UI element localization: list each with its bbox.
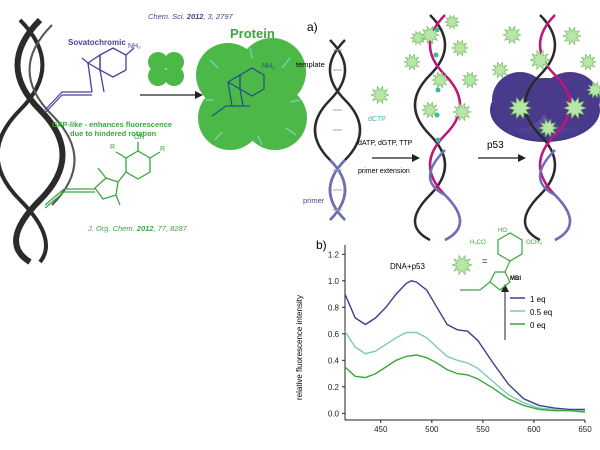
- ho-label: HO: [498, 228, 507, 234]
- linker-alkynes: [44, 91, 92, 114]
- equals-sign: =: [482, 256, 488, 266]
- y-tick-label: 1.0: [328, 277, 340, 286]
- y-tick-label: 1.2: [328, 250, 340, 259]
- linker-alkynes-2: [44, 188, 95, 209]
- ref2-journal: J. Org. Chem.: [88, 224, 135, 233]
- increase-arrow: [501, 284, 509, 340]
- p53-bound-dna: [490, 14, 600, 242]
- panel-a-letter: a): [307, 20, 318, 34]
- protein-label: Protein: [230, 26, 275, 41]
- x-tick-label: 450: [374, 425, 388, 434]
- protein-bound-structure: [211, 67, 265, 117]
- y-tick-label: 0.2: [328, 383, 340, 392]
- template-dna: [313, 39, 362, 221]
- och3-label: OCH₃: [526, 240, 542, 246]
- amine-label: NH₂: [128, 43, 141, 50]
- x-tick-label: 650: [578, 425, 592, 434]
- legend-entry: 1 eq: [530, 295, 546, 304]
- reagents-label: dATP, dGTP, TTP: [358, 140, 413, 147]
- left-dna-helix: [0, 17, 76, 265]
- template-label: template: [296, 60, 325, 69]
- y-tick-label: 0.6: [328, 330, 340, 339]
- ref2-year: 2012: [136, 224, 154, 233]
- panel-b-letter: b): [316, 238, 327, 252]
- primer-extension-label: primer extension: [358, 168, 410, 175]
- y-axis-label: relative fluorescence intensity: [295, 295, 304, 400]
- ref2-rest: , 77, 8287: [153, 224, 187, 233]
- x-tick-label: 500: [425, 425, 439, 434]
- y-tick-label: 0.0: [328, 409, 340, 418]
- chromophore-structure: [94, 142, 161, 206]
- gfp-text-line1: GFP-like - enhances fluorescence: [52, 120, 173, 129]
- small-protein-icon: [148, 52, 184, 86]
- x-tick-label: 600: [527, 425, 541, 434]
- chart-frame: [344, 245, 585, 421]
- ref-journal: Chem. Sci.: [148, 12, 185, 21]
- legend-entry: 0 eq: [530, 321, 546, 330]
- reference-top: Chem. Sci. 2012, 3, 2797: [148, 12, 233, 21]
- primer-label: primer: [303, 196, 325, 205]
- reference-bottom: J. Org. Chem. 2012, 77, 8287: [88, 224, 187, 233]
- ref-rest: , 3, 2797: [203, 12, 233, 21]
- series-line-0-eq: [344, 354, 586, 413]
- x-tick-label: 550: [476, 425, 490, 434]
- extended-dna: [413, 14, 462, 242]
- protein-spikes: [206, 47, 301, 146]
- hydroxyl-label: OH: [134, 134, 145, 141]
- amine-label-bound: NH₂: [262, 63, 275, 70]
- r-group-label-1: R: [110, 144, 116, 151]
- chart-legend: 1 eq 0.5 eq 0 eq: [530, 293, 552, 332]
- series-line-0.5-eq: [344, 330, 585, 412]
- y-tick-label: 0.4: [328, 356, 340, 365]
- chart-ticks: 450 500 550 600 650 0.0 0.2 0.4 0.6 0.8 1.0 1.2: [328, 250, 592, 434]
- extension-arrow: [372, 154, 420, 162]
- annotation-label: DNA+p53: [390, 262, 425, 271]
- series-line-1-eq: [344, 280, 585, 411]
- y-tick-label: 0.8: [328, 303, 340, 312]
- chart-legend-swatches: [510, 297, 525, 325]
- chart-series: [344, 280, 586, 413]
- p53-arrow: [478, 154, 526, 162]
- reaction-arrow: [140, 91, 203, 99]
- mbi-label: MBI: [510, 276, 521, 282]
- mbi-structure: [460, 232, 523, 291]
- ref-year: 2012: [186, 12, 204, 21]
- legend-entry: 0.5 eq: [530, 308, 553, 317]
- protein-blob: [196, 38, 307, 150]
- p53-label: p53: [487, 140, 504, 151]
- dctp-label: dCTP: [368, 116, 386, 123]
- phthalimide-structure: [81, 47, 135, 93]
- solvatochromic-label: Sovatochromic: [68, 38, 126, 47]
- h3co-label: H₃CO: [470, 240, 486, 246]
- gfp-text-line2: due to hindered rotation: [70, 129, 157, 138]
- r-group-label-2: R: [160, 146, 166, 153]
